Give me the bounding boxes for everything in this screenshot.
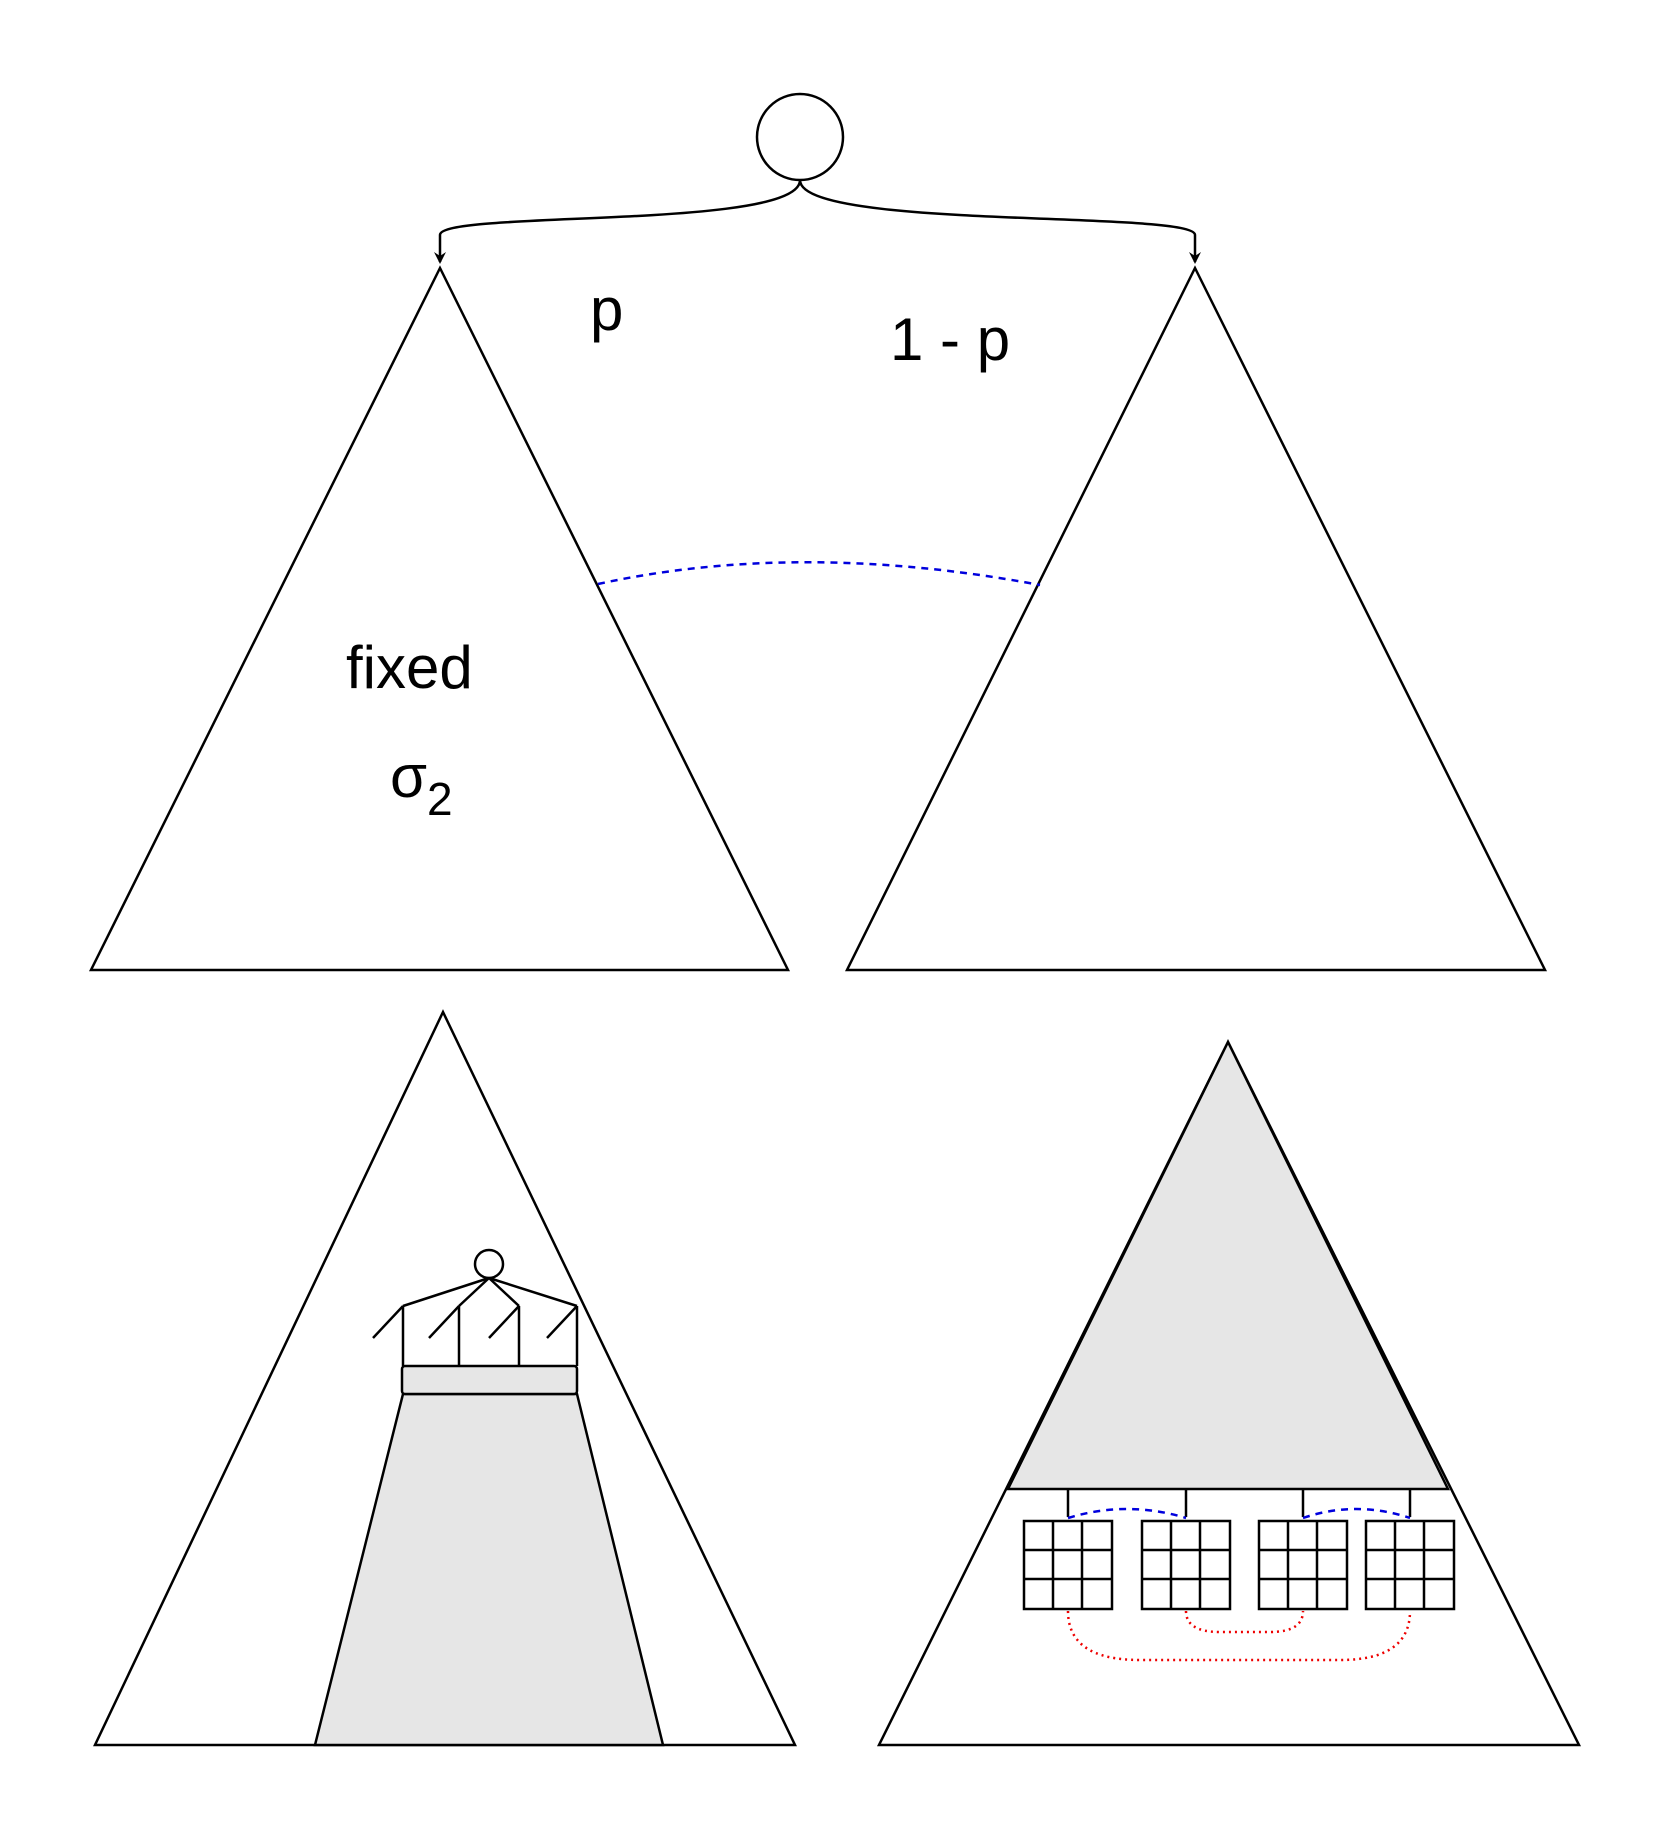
fixed-label: fixed [346,634,473,701]
info-link-blue-right [1302,1507,1411,1520]
mini-tree [372,1248,579,1366]
grid-block-4 [1364,1519,1456,1611]
left-subtree-triangle [88,265,791,972]
info-link-red-outer [1066,1610,1412,1662]
left-branch-arrow [434,179,802,264]
grid-block-3 [1257,1519,1349,1611]
information-bar [400,1364,579,1396]
sigma-subscript: 2 [427,773,453,825]
left-branch-label: p [590,276,623,343]
right-subtree-triangle [844,265,1548,972]
right-branch-label: 1 - p [890,306,1010,373]
root-node-icon [755,92,845,182]
sigma-symbol: σ [390,743,427,810]
connector-lines [1066,1489,1412,1517]
shaded-upper-region [1005,1039,1451,1491]
right-branch-arrow [798,179,1201,264]
information-set-link [597,561,1041,587]
info-link-blue-left [1067,1507,1187,1520]
mini-tree-root-icon [473,1248,505,1280]
grid-block-1 [1022,1519,1114,1611]
grid-block-2 [1140,1519,1232,1611]
sigma-label: σ2 [390,743,453,825]
info-link-red-inner [1184,1610,1305,1634]
